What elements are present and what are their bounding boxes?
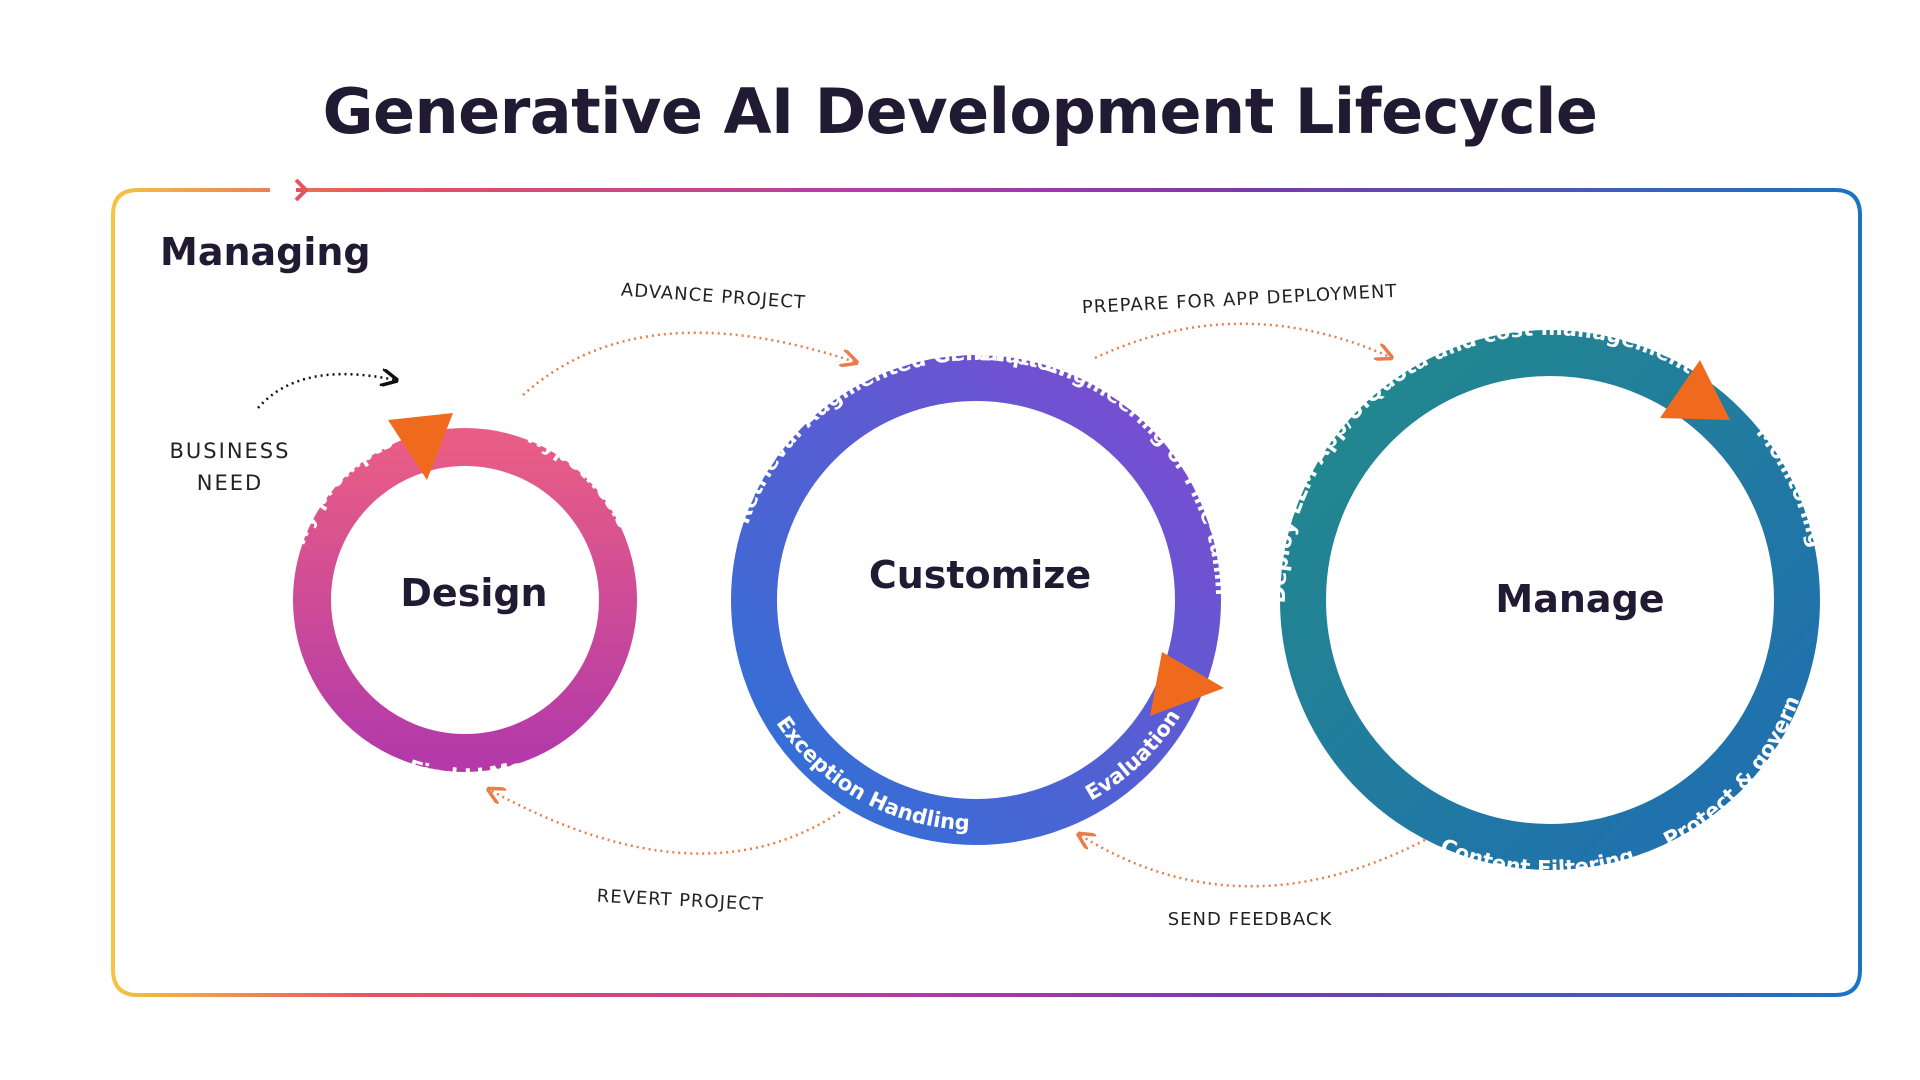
managing-frame <box>111 178 1862 997</box>
manage-orange-arrow-icon <box>1660 360 1730 420</box>
design-label: Design <box>400 571 547 615</box>
customize-orange-arrow-icon <box>1150 652 1224 716</box>
send-feedback-arrow <box>1080 835 1426 888</box>
advance-project-arrow <box>522 331 855 396</box>
page-title: Generative AI Development Lifecycle <box>322 75 1598 148</box>
business-need-line2: NEED <box>197 471 263 495</box>
manage-label: Manage <box>1495 577 1664 621</box>
revert-project-label: REVERT PROJECT <box>596 886 764 916</box>
business-need-arrow <box>257 374 395 409</box>
prepare-deployment-arrow <box>1094 322 1390 358</box>
frame-label: Managing <box>160 230 371 274</box>
send-feedback-label: SEND FEEDBACK <box>1168 909 1333 930</box>
manage-ring <box>1280 330 1820 870</box>
design-orange-arrow-icon <box>388 413 453 480</box>
prepare-deployment-label: PREPARE FOR APP DEPLOYMENT <box>1081 281 1398 319</box>
design-ring <box>293 413 637 772</box>
revert-project-arrow <box>490 790 841 855</box>
advance-project-label: ADVANCE PROJECT <box>620 280 806 314</box>
frame-arrowhead-icon <box>294 178 309 202</box>
customize-label: Customize <box>869 553 1091 597</box>
customize-ring <box>731 355 1224 845</box>
customize-step-evaluation: Evaluation <box>1081 705 1185 805</box>
business-need-line1: BUSINESS <box>170 439 291 463</box>
